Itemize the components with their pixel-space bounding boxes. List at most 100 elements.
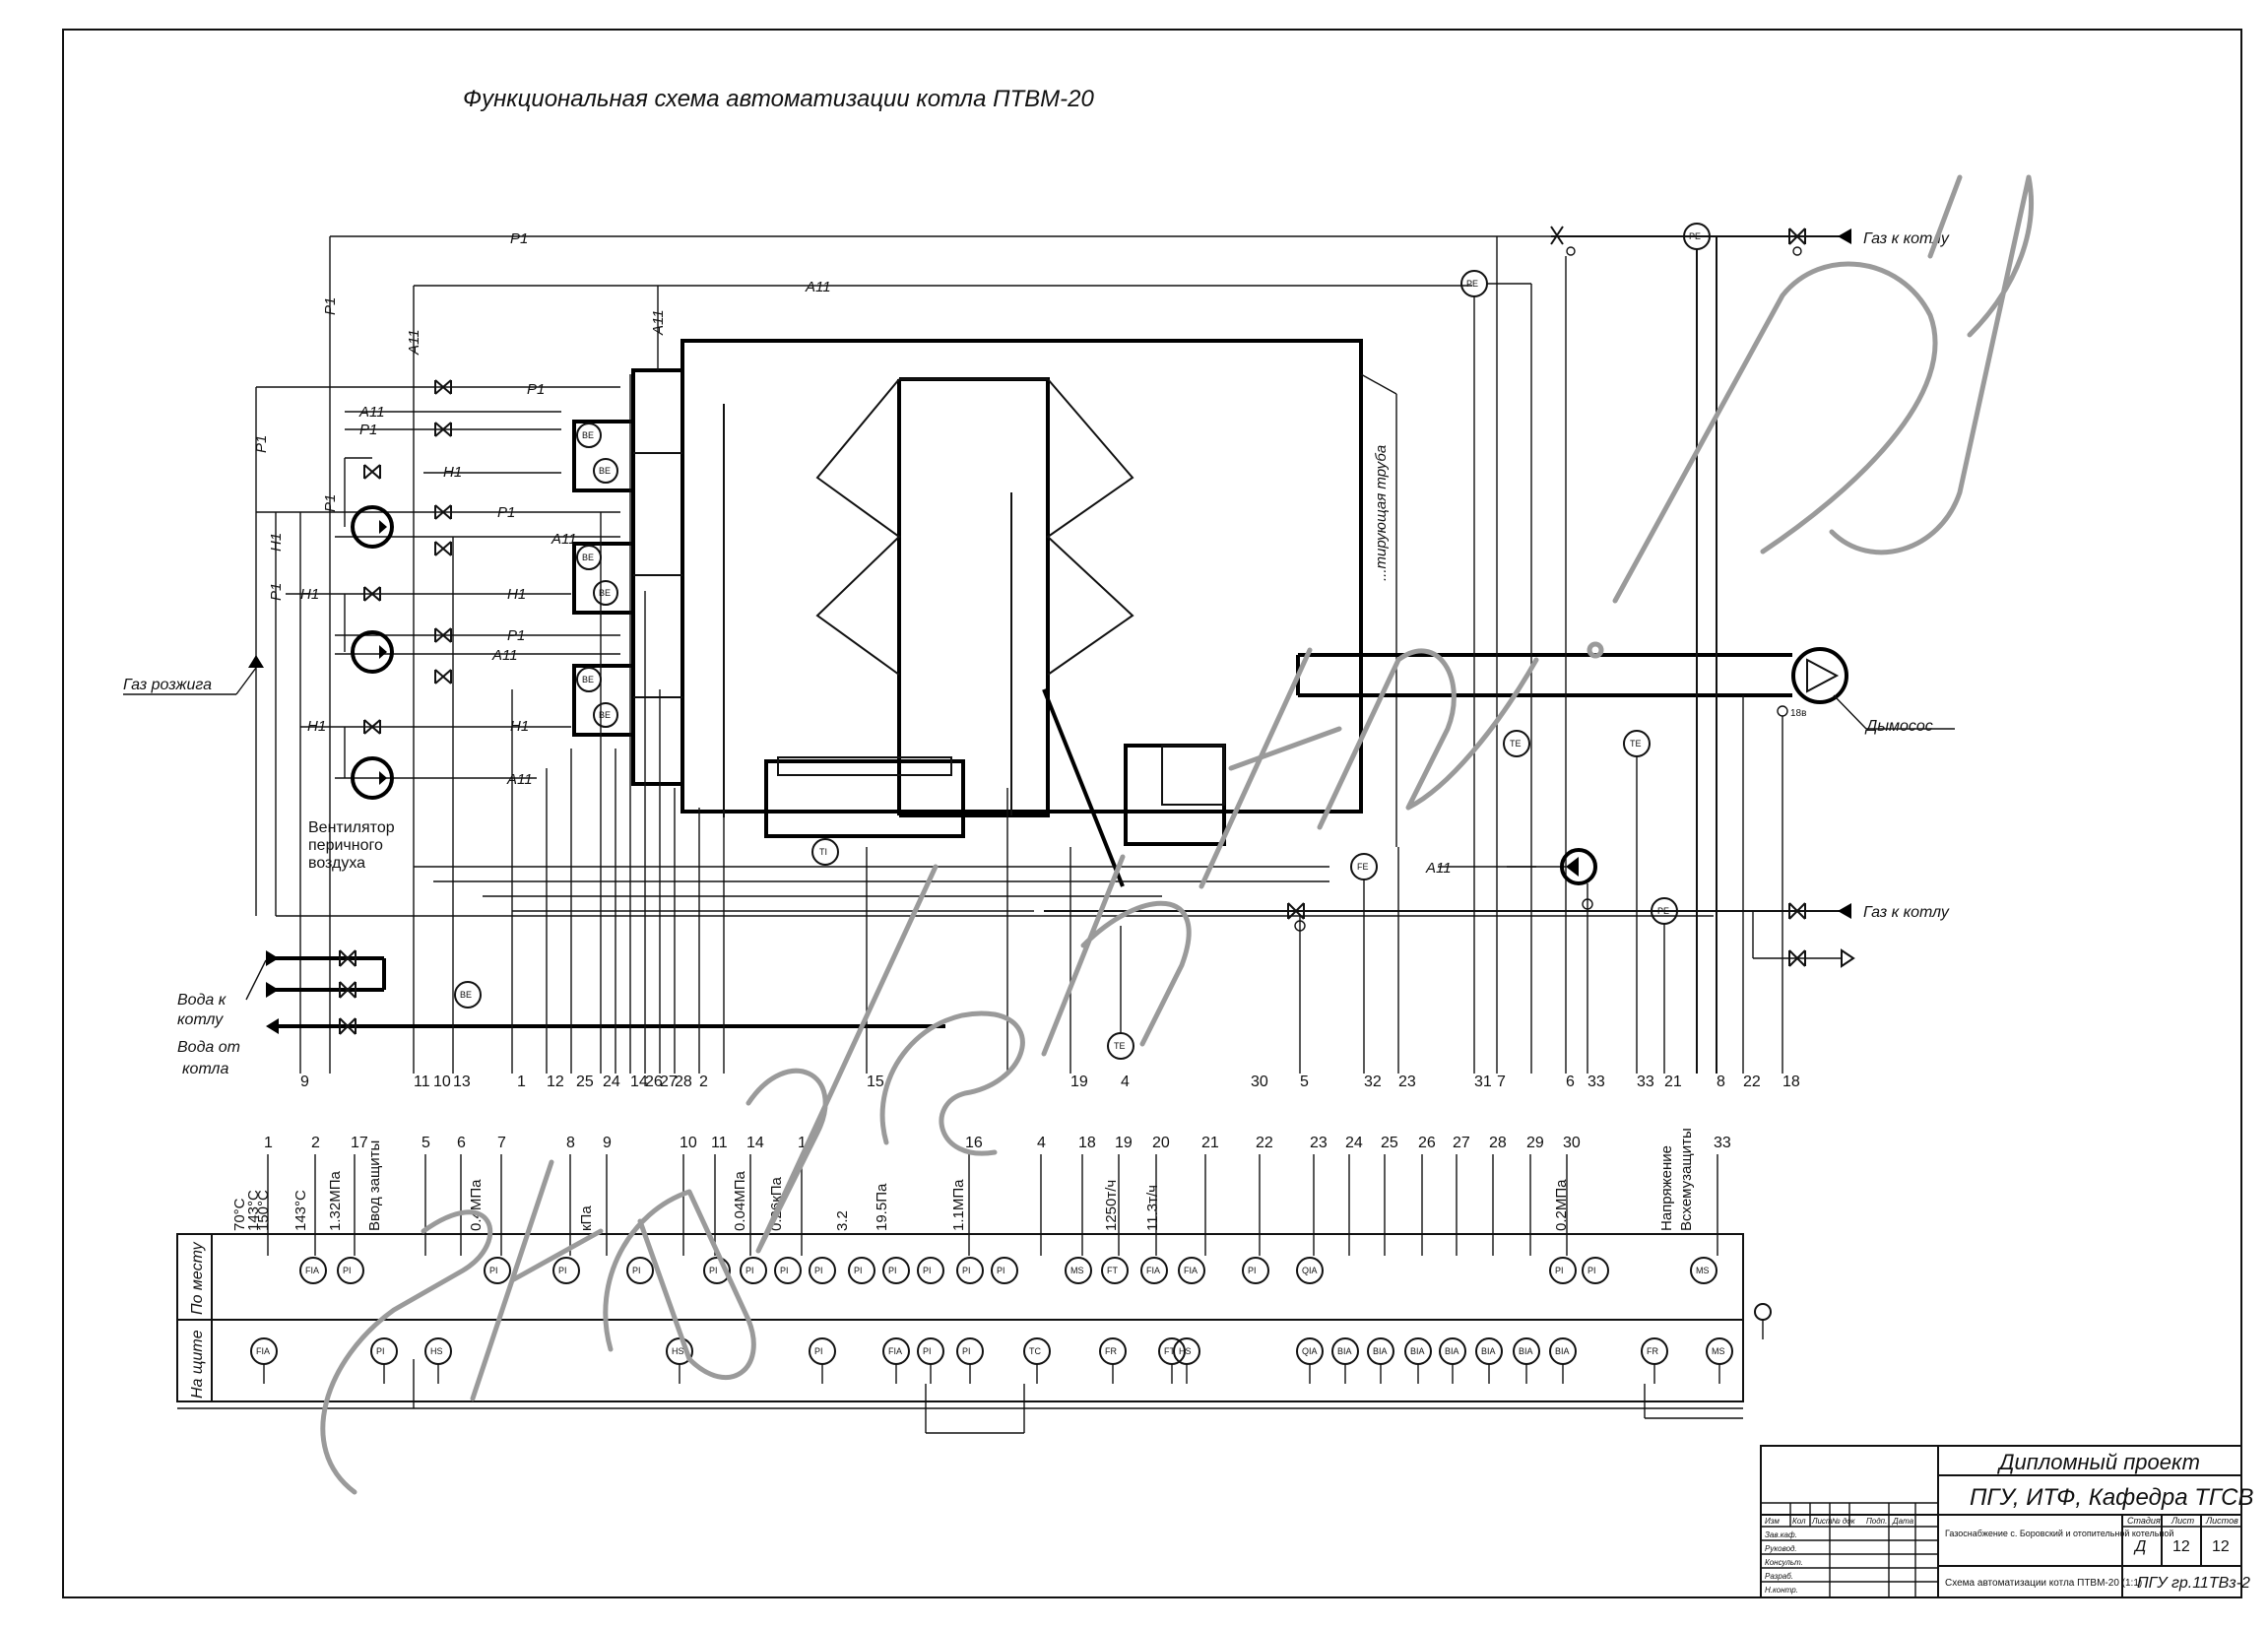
svg-text:H1: H1	[307, 718, 326, 735]
svg-text:MS: MS	[1696, 1266, 1710, 1275]
svg-text:PI: PI	[962, 1346, 971, 1356]
panel-instrument	[299, 1257, 327, 1284]
bus-number: 15	[867, 1074, 884, 1090]
tb-stage: Д	[2133, 1538, 2146, 1555]
setpoint: 0.4МПа	[468, 1179, 485, 1231]
water-to-boiler-2: котлу	[177, 1011, 224, 1028]
signal-buses: A11 FE TI TE TE PE TE Газ к котлу	[276, 374, 1950, 1074]
svg-text:FT: FT	[1107, 1266, 1118, 1275]
svg-text:TC: TC	[1029, 1346, 1041, 1356]
setpoint: Всхемузащиты	[1678, 1128, 1695, 1231]
svg-text:BE: BE	[582, 675, 594, 684]
svg-text:Разраб.: Разраб.	[1765, 1572, 1793, 1581]
panel-number: 30	[1563, 1135, 1581, 1151]
setpoint: 143°C	[292, 1190, 309, 1231]
burner-groups: P1 A11 P1 H1 P1 A11 H1 H1 P1 A11 H1 H1 A…	[123, 379, 682, 1074]
svg-text:BIA: BIA	[1555, 1346, 1570, 1356]
bus-number: 22	[1743, 1074, 1761, 1090]
fan-3	[351, 756, 394, 800]
svg-text:BIA: BIA	[1519, 1346, 1533, 1356]
panel-instrument	[1296, 1257, 1324, 1284]
svg-text:P1: P1	[268, 583, 285, 601]
svg-text:PI: PI	[814, 1346, 823, 1356]
water-lines: Вода к котлу Вода от котла BE	[177, 949, 945, 1077]
svg-text:TE: TE	[1114, 1041, 1126, 1051]
panel-instrument	[917, 1257, 944, 1284]
svg-text:QIA: QIA	[1302, 1266, 1318, 1275]
smoke-exhauster-label: Дымосос	[1864, 718, 1933, 735]
svg-text:TE: TE	[1630, 739, 1642, 749]
setpoint: 0.04МПа	[732, 1171, 748, 1231]
tb-drawing: Схема автоматизации котла ПТВМ-20 (1:1)	[1945, 1578, 2142, 1589]
svg-text:PI: PI	[923, 1266, 932, 1275]
fan-1	[351, 505, 394, 549]
svg-text:BE: BE	[599, 588, 611, 598]
svg-text:№ док: № док	[1832, 1517, 1856, 1526]
panel-number: 16	[965, 1135, 983, 1151]
svg-text:BIA: BIA	[1410, 1346, 1425, 1356]
panel-number: 11	[711, 1135, 728, 1151]
on-site-label: По месту	[189, 1241, 206, 1315]
panel-number: 20	[1152, 1135, 1170, 1151]
setpoint: 3.2	[834, 1210, 851, 1231]
svg-text:H1: H1	[300, 586, 319, 603]
svg-text:H1: H1	[268, 533, 285, 552]
svg-text:PE: PE	[1689, 231, 1701, 241]
setpoint: 70°C	[231, 1198, 248, 1231]
panel-instrument	[1065, 1257, 1092, 1284]
svg-text:Лист: Лист	[1811, 1517, 1833, 1526]
watermark	[320, 174, 2034, 1495]
panel-instrument	[337, 1257, 364, 1284]
svg-text:PI: PI	[1588, 1266, 1596, 1275]
tb-group: ПГУ гр.11ТВз-2	[2137, 1575, 2250, 1592]
fan-2	[351, 630, 394, 674]
panel-instrument	[703, 1257, 731, 1284]
p1-top-label: P1	[510, 230, 528, 247]
water-to-boiler-1: Вода к	[177, 992, 227, 1009]
svg-text:BIA: BIA	[1337, 1346, 1352, 1356]
panel-number: 2	[311, 1135, 320, 1151]
bus-number: 33	[1637, 1074, 1654, 1090]
svg-text:P1: P1	[497, 504, 515, 521]
setpoint: Напряжение	[1658, 1145, 1675, 1231]
panel-number: 29	[1526, 1135, 1544, 1151]
bus-number: 32	[1364, 1074, 1382, 1090]
panel-number: 28	[1489, 1135, 1507, 1151]
tb-sheets: 12	[2212, 1538, 2230, 1555]
bus-number: 23	[1398, 1074, 1416, 1090]
on-panel-label: На щите	[189, 1330, 206, 1399]
svg-text:PI: PI	[376, 1346, 385, 1356]
panel-instrument	[1582, 1257, 1609, 1284]
panel-number: 22	[1256, 1135, 1273, 1151]
svg-text:PI: PI	[632, 1266, 641, 1275]
svg-text:PI: PI	[745, 1266, 754, 1275]
water-from-boiler-1: Вода от	[177, 1039, 240, 1056]
svg-text:FIA: FIA	[1146, 1266, 1160, 1275]
panel-number: 1	[264, 1135, 273, 1151]
setpoint: 11.3т/ч	[1144, 1185, 1161, 1231]
svg-text:FR: FR	[1647, 1346, 1658, 1356]
tb-sheet-hdr: Лист	[2171, 1516, 2195, 1526]
panel-instrument	[626, 1257, 654, 1284]
fan-label-2: перичного	[308, 837, 383, 854]
p1-v-label: P1	[322, 297, 339, 315]
be-sensors: BE BE BE BE BE BE	[572, 420, 682, 737]
fan-label-3: воздуха	[308, 855, 365, 872]
panel-instrument	[1690, 1257, 1717, 1284]
svg-text:BIA: BIA	[1481, 1346, 1496, 1356]
bus-number: 21	[1664, 1074, 1682, 1090]
svg-text:P1: P1	[527, 381, 545, 398]
a11-top-label: A11	[805, 279, 831, 295]
svg-text:P1: P1	[322, 494, 339, 512]
panel-instrument	[484, 1257, 511, 1284]
gas-to-boiler-top: Газ к котлу	[1863, 230, 1950, 247]
svg-text:PI: PI	[888, 1266, 897, 1275]
tb-org: ПГУ, ИТФ, Кафедра ТГСВ	[1970, 1484, 2253, 1511]
title-block: Дипломный проект ПГУ, ИТФ, Кафедра ТГСВ …	[1760, 1445, 2253, 1598]
svg-text:BE: BE	[460, 990, 472, 1000]
bus-number: 1	[517, 1074, 526, 1090]
bus-number: 12	[547, 1074, 564, 1090]
